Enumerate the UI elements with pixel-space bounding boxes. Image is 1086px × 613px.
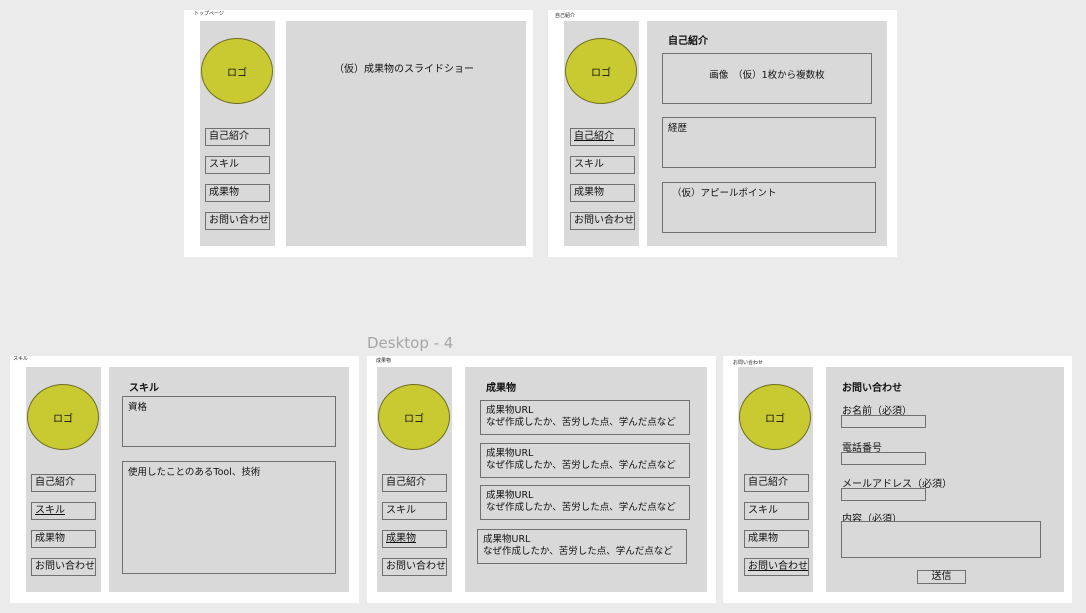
- nav-works-button[interactable]: 成果物: [382, 530, 447, 548]
- page-title: お問い合わせ: [842, 383, 902, 394]
- work-url[interactable]: 成果物URL: [486, 490, 534, 501]
- nav-contact-button[interactable]: お問い合わせ: [744, 558, 809, 576]
- frame-intro-page: 自己紹介 ロゴ 自己紹介 スキル 成果物 お問い合わせ 自己紹介 画像 （仮）1…: [548, 10, 897, 257]
- sidebar: ロゴ 自己紹介 スキル 成果物 お問い合わせ: [26, 367, 101, 592]
- nav-intro-button[interactable]: 自己紹介: [744, 474, 809, 492]
- frame-label: トップページ: [194, 11, 224, 17]
- nav-contact-button[interactable]: お問い合わせ: [382, 558, 447, 576]
- tools-box: 使用したことのあるTool、技術: [122, 461, 336, 574]
- canvas-frame-label: Desktop - 4: [367, 334, 454, 352]
- nav-works-button[interactable]: 成果物: [31, 530, 96, 548]
- frame-contact-page: お問い合わせ ロゴ 自己紹介 スキル 成果物 お問い合わせ お問い合わせ お名前…: [723, 356, 1072, 603]
- page-title: 自己紹介: [668, 36, 708, 47]
- work-item[interactable]: 成果物URL なぜ作成したか、苦労した点、学んだ点など: [480, 443, 690, 478]
- nav-contact-button[interactable]: お問い合わせ: [570, 212, 635, 230]
- logo[interactable]: ロゴ: [378, 384, 450, 450]
- frame-label: 自己紹介: [555, 13, 576, 19]
- nav-skill-button[interactable]: スキル: [744, 502, 809, 520]
- submit-button[interactable]: 送信: [917, 570, 966, 584]
- content-field[interactable]: [841, 521, 1041, 558]
- work-url[interactable]: 成果物URL: [483, 534, 531, 545]
- main-panel: スキル 資格 使用したことのあるTool、技術: [109, 367, 349, 592]
- work-url[interactable]: 成果物URL: [486, 448, 534, 459]
- email-field[interactable]: [841, 488, 926, 501]
- name-label: お名前（必須）: [842, 406, 912, 417]
- logo[interactable]: ロゴ: [27, 384, 99, 450]
- logo[interactable]: ロゴ: [565, 38, 637, 104]
- work-description: なぜ作成したか、苦労した点、学んだ点など: [486, 502, 676, 513]
- nav-intro-button[interactable]: 自己紹介: [205, 128, 270, 146]
- work-item[interactable]: 成果物URL なぜ作成したか、苦労した点、学んだ点など: [480, 485, 690, 520]
- phone-field[interactable]: [841, 452, 926, 465]
- page-title: スキル: [129, 383, 159, 394]
- main-panel: 自己紹介 画像 （仮）1枚から複数枚 経歴 （仮）アピールポイント: [647, 21, 887, 246]
- content-label: 内容（必須）: [842, 514, 902, 525]
- career-box: 経歴: [662, 117, 876, 168]
- nav-skill-button[interactable]: スキル: [205, 156, 270, 174]
- nav-skill-button[interactable]: スキル: [382, 502, 447, 520]
- work-url[interactable]: 成果物URL: [486, 405, 534, 416]
- phone-label: 電話番号: [842, 443, 882, 454]
- work-item[interactable]: 成果物URL なぜ作成したか、苦労した点、学んだ点など: [477, 529, 687, 564]
- work-description: なぜ作成したか、苦労した点、学んだ点など: [483, 546, 673, 557]
- sidebar: ロゴ 自己紹介 スキル 成果物 お問い合わせ: [377, 367, 452, 592]
- image-box: 画像 （仮）1枚から複数枚: [662, 53, 872, 104]
- nav-works-button[interactable]: 成果物: [570, 184, 635, 202]
- logo[interactable]: ロゴ: [201, 38, 273, 104]
- nav-contact-button[interactable]: お問い合わせ: [205, 212, 270, 230]
- main-panel: （仮）成果物のスライドショー: [286, 21, 526, 246]
- frame-label: スキル: [13, 356, 29, 362]
- work-item[interactable]: 成果物URL なぜ作成したか、苦労した点、学んだ点など: [480, 400, 690, 435]
- nav-contact-button[interactable]: お問い合わせ: [31, 558, 96, 576]
- nav-works-button[interactable]: 成果物: [205, 184, 270, 202]
- nav-skill-button[interactable]: スキル: [570, 156, 635, 174]
- nav-skill-button[interactable]: スキル: [31, 502, 96, 520]
- nav-intro-button[interactable]: 自己紹介: [570, 128, 635, 146]
- nav-intro-button[interactable]: 自己紹介: [382, 474, 447, 492]
- email-label: メールアドレス（必須）: [842, 479, 952, 490]
- slideshow-placeholder: （仮）成果物のスライドショー: [334, 64, 474, 75]
- frame-works-page: 成果物 ロゴ 自己紹介 スキル 成果物 お問い合わせ 成果物 成果物URL なぜ…: [367, 356, 716, 603]
- work-description: なぜ作成したか、苦労した点、学んだ点など: [486, 417, 676, 428]
- logo[interactable]: ロゴ: [739, 384, 811, 450]
- page-title: 成果物: [486, 383, 516, 394]
- name-field[interactable]: [841, 415, 926, 428]
- frame-label: 成果物: [376, 358, 392, 364]
- sidebar: ロゴ 自己紹介 スキル 成果物 お問い合わせ: [200, 21, 275, 246]
- frame-label: お問い合わせ: [733, 360, 764, 366]
- nav-intro-button[interactable]: 自己紹介: [31, 474, 96, 492]
- work-description: なぜ作成したか、苦労した点、学んだ点など: [486, 460, 676, 471]
- appeal-box: （仮）アピールポイント: [662, 182, 876, 233]
- nav-works-button[interactable]: 成果物: [744, 530, 809, 548]
- main-panel: 成果物 成果物URL なぜ作成したか、苦労した点、学んだ点など 成果物URL な…: [465, 367, 707, 592]
- frame-skill-page: スキル ロゴ 自己紹介 スキル 成果物 お問い合わせ スキル 資格 使用したこと…: [10, 356, 359, 603]
- main-panel: お問い合わせ お名前（必須） 電話番号 メールアドレス（必須） 内容（必須） 送…: [826, 367, 1064, 592]
- sidebar: ロゴ 自己紹介 スキル 成果物 お問い合わせ: [738, 367, 813, 592]
- sidebar: ロゴ 自己紹介 スキル 成果物 お問い合わせ: [564, 21, 639, 246]
- frame-top-page: トップページ ロゴ 自己紹介 スキル 成果物 お問い合わせ （仮）成果物のスライ…: [184, 10, 533, 257]
- qualifications-box: 資格: [122, 396, 336, 447]
